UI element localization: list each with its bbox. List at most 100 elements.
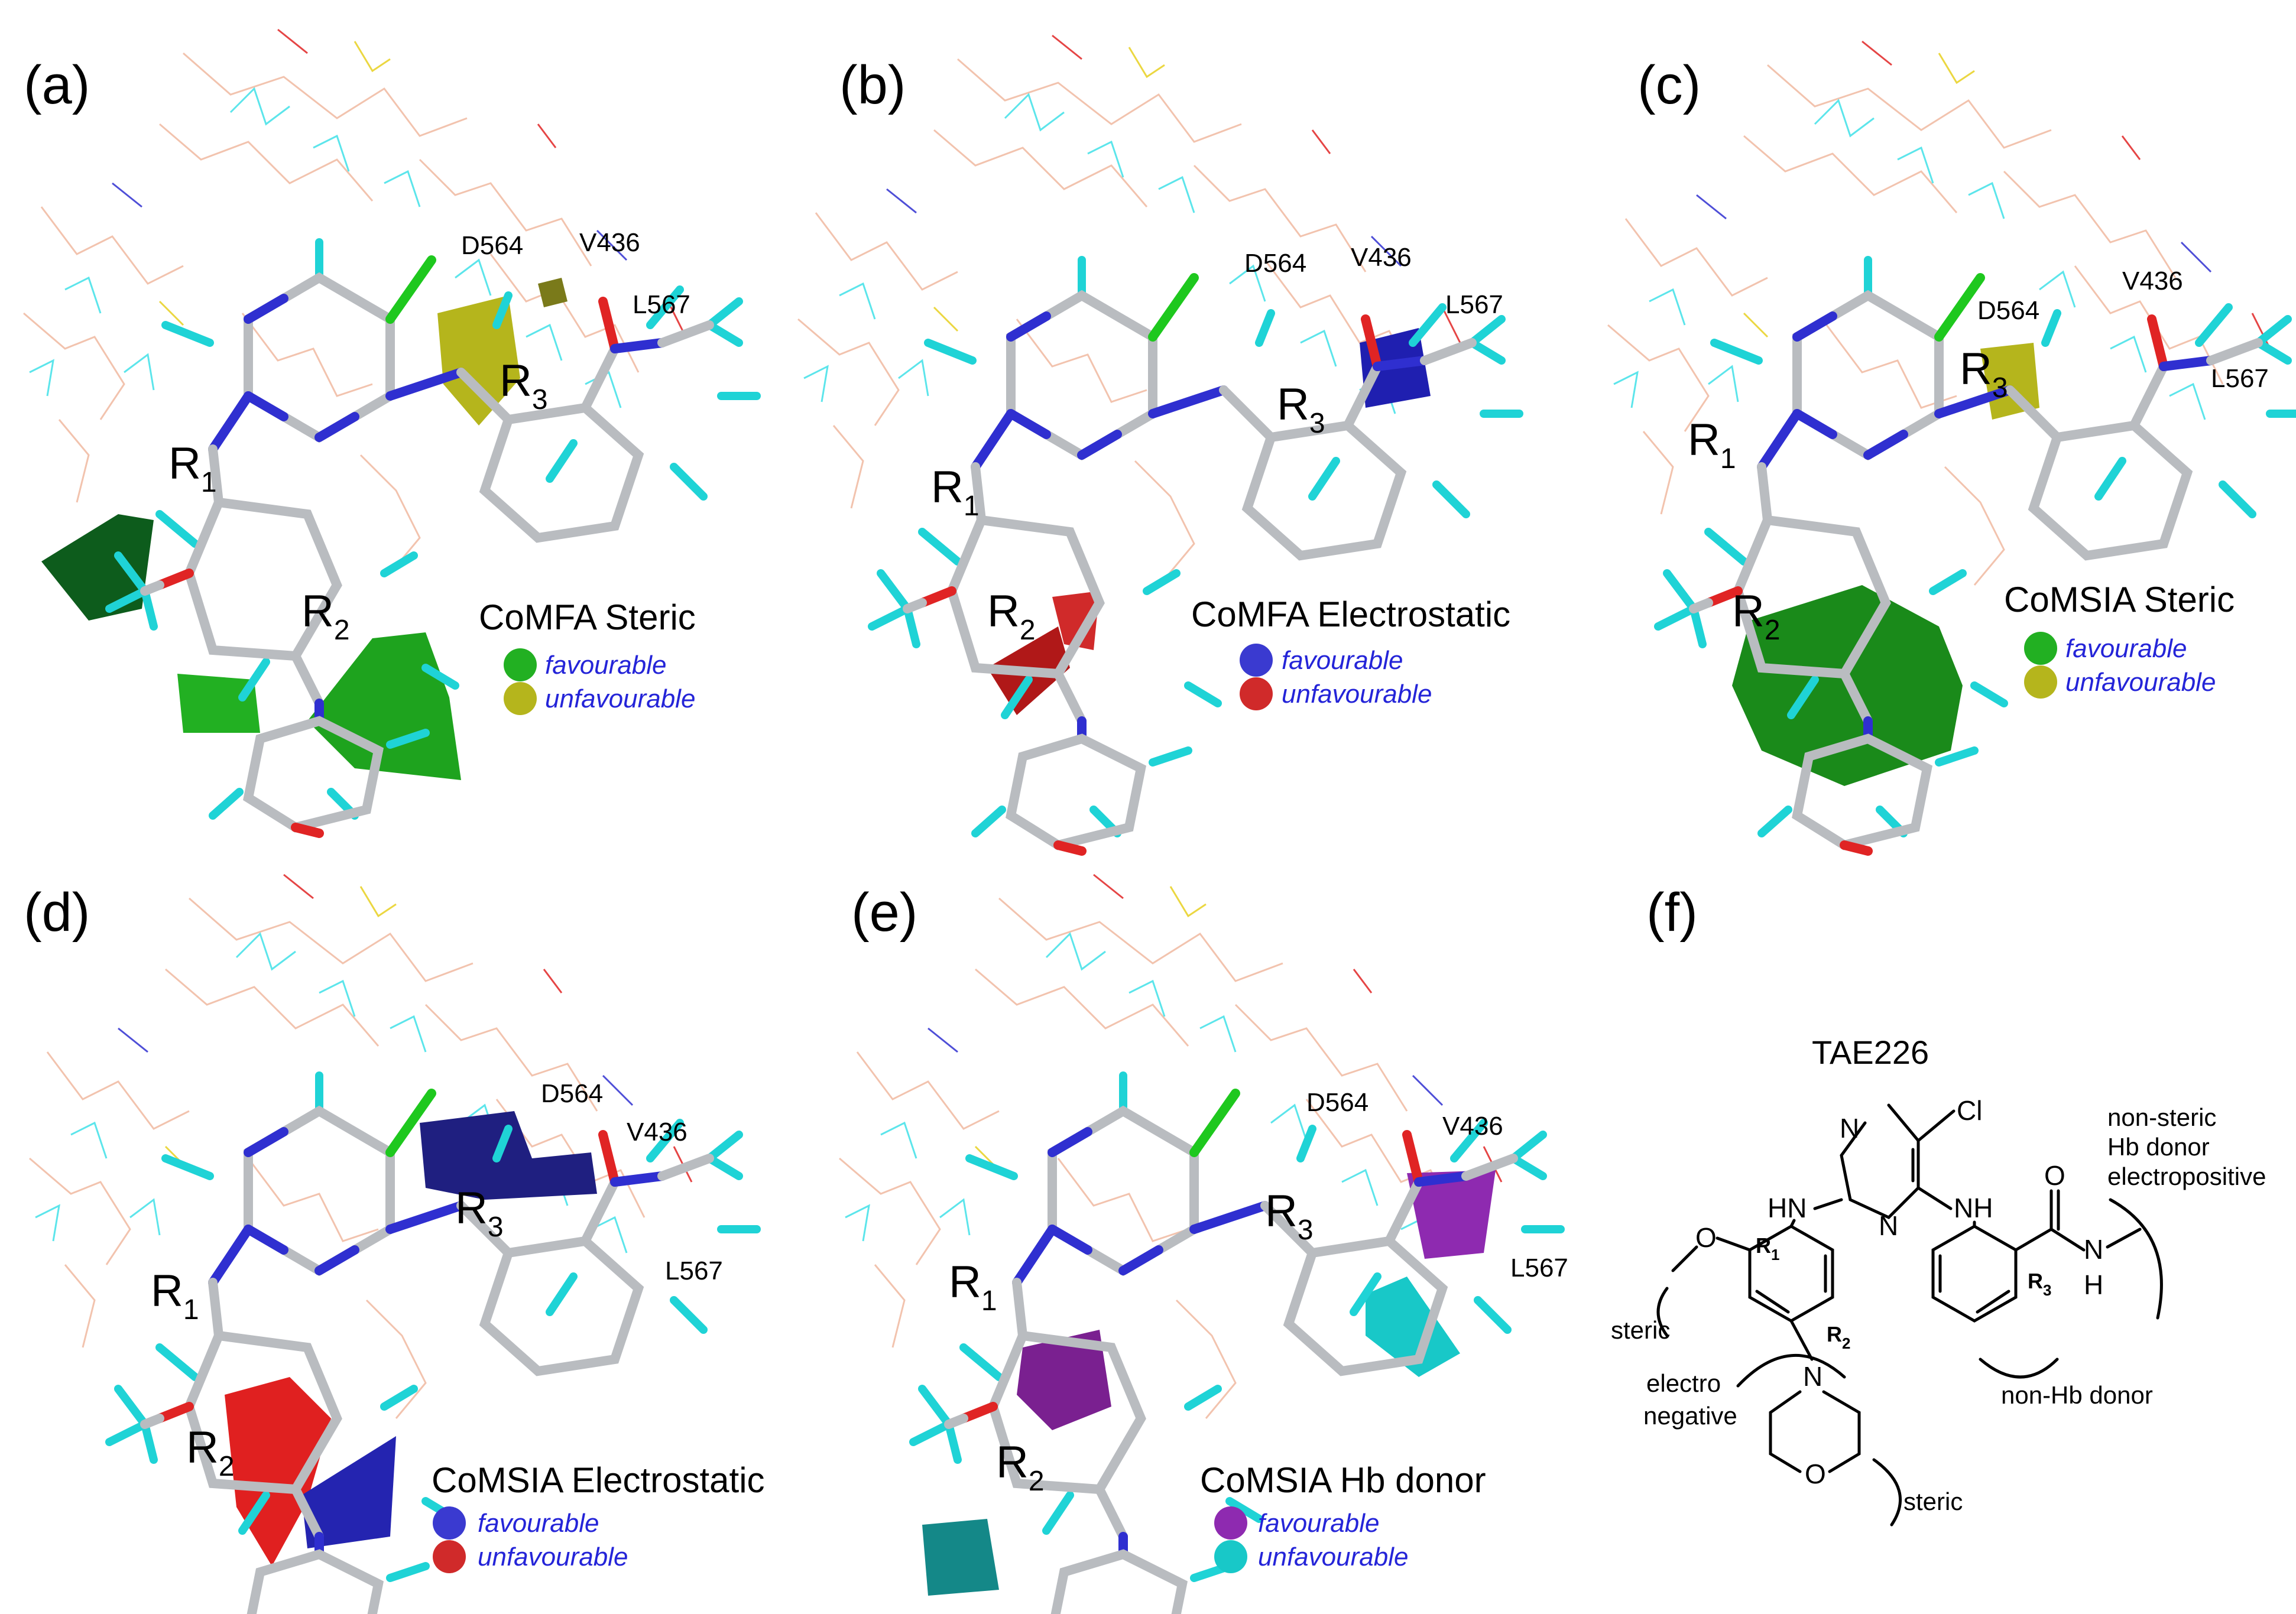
legend-item-unfavourable: unfavourable	[1258, 1542, 1408, 1571]
r3-label: R3	[1277, 379, 1325, 439]
compound-title: TAE226	[1812, 1034, 1929, 1071]
legend-item-favourable: favourable	[2065, 634, 2187, 663]
panel-label: (c)	[1637, 55, 1701, 115]
panel-f: (f) TAE226 N N Cl HN NH O R1 R2 N	[1611, 882, 2266, 1527]
electrostatic-unfavourable-contour	[1052, 591, 1100, 650]
atom-nh-right: NH	[1954, 1193, 1993, 1223]
r2-label: R2	[996, 1437, 1045, 1497]
legend: CoMFA Steric favourable unfavourable	[479, 597, 696, 715]
legend-swatch-favourable	[1240, 644, 1273, 677]
r3-label: R3	[455, 1183, 504, 1243]
residue-label: L567	[665, 1256, 723, 1285]
legend-title: CoMSIA Hb donor	[1200, 1460, 1486, 1500]
annotation-steric-left: steric	[1611, 1316, 1670, 1344]
hb-donor-favourable-contour	[1017, 1330, 1111, 1430]
r1-label: R1	[1688, 415, 1736, 475]
legend-item-unfavourable: unfavourable	[2065, 668, 2216, 697]
protein-wireframe	[797, 34, 1461, 580]
panel-e: (e) D564 V436 L567 R1 R2 R3 CoMSIA Hb do…	[838, 873, 1568, 1614]
legend-swatch-unfavourable	[1214, 1540, 1247, 1573]
protein-wireframe	[28, 873, 693, 1420]
panel-label: (a)	[24, 55, 90, 115]
r3-label: R3	[500, 356, 548, 415]
legend-title: CoMFA Electrostatic	[1191, 595, 1510, 634]
annotation-electro: electro	[1646, 1369, 1721, 1397]
residue-label: L567	[1445, 290, 1503, 319]
electrostatic-favourable-contour	[301, 1436, 396, 1548]
hb-donor-unfavourable-contour	[922, 1519, 999, 1596]
legend-title: CoMFA Steric	[479, 597, 696, 637]
legend-item-unfavourable: unfavourable	[478, 1542, 628, 1571]
atom-n-morpholine: N	[1803, 1361, 1822, 1392]
legend-item-favourable: favourable	[1282, 646, 1403, 675]
legend-item-unfavourable: unfavourable	[545, 684, 695, 713]
r1-label: R1	[949, 1257, 997, 1317]
atom-hn-left: HN	[1768, 1193, 1807, 1223]
r1-label: R1	[931, 462, 980, 522]
arc-non-hb-donor	[1979, 1358, 2059, 1379]
legend-swatch-favourable	[433, 1506, 466, 1540]
r3-label: R3	[1265, 1186, 1314, 1246]
panel-label: (d)	[24, 882, 90, 943]
residue-label: L567	[1510, 1253, 1568, 1282]
hb-donor-unfavourable-contour	[1366, 1277, 1460, 1377]
atom-cl: Cl	[1957, 1095, 1982, 1126]
panel-b: (b) D564 V436 L567 R1 R2 R3 CoMFA Electr…	[797, 34, 1519, 851]
arc-steric-bottom	[1872, 1458, 1902, 1527]
pyrimidine-ring	[1840, 1103, 1956, 1220]
residue-label: D564	[461, 231, 523, 260]
legend-swatch-unfavourable	[433, 1540, 466, 1573]
electrostatic-favourable-contour	[420, 1111, 597, 1200]
protein-wireframe	[1607, 40, 2271, 586]
annotation-non-steric: non-steric	[2107, 1103, 2216, 1131]
r2-label: R2	[301, 586, 350, 646]
steric-unfavourable-contour	[538, 278, 567, 307]
annotation-non-hb-donor: non-Hb donor	[2001, 1381, 2153, 1409]
legend-item-favourable: favourable	[1258, 1509, 1379, 1538]
legend: CoMFA Electrostatic favourable unfavoura…	[1191, 595, 1510, 710]
morpholine-ring	[1822, 1390, 1861, 1473]
steric-favourable-contour	[177, 674, 260, 733]
legend-swatch-favourable	[1214, 1506, 1247, 1540]
r3-marker: R3	[2028, 1269, 2051, 1299]
r1-label: R1	[151, 1266, 199, 1326]
residue-label: L567	[2211, 364, 2269, 393]
panel-label: (e)	[851, 882, 917, 943]
hb-donor-favourable-contour	[1407, 1170, 1496, 1259]
r2-label: R2	[987, 586, 1036, 646]
legend-title: CoMSIA Electrostatic	[432, 1460, 765, 1500]
annotation-electropositive: electropositive	[2107, 1162, 2266, 1190]
r2-marker: R2	[1827, 1322, 1850, 1352]
atom-n-amide: N	[2084, 1234, 2103, 1265]
annotation-steric-bottom: steric	[1903, 1488, 1963, 1515]
annotation-negative: negative	[1643, 1402, 1737, 1430]
legend: CoMSIA Electrostatic favourable unfavour…	[432, 1460, 765, 1573]
panel-label: (f)	[1646, 882, 1698, 943]
residue-label: V436	[2122, 267, 2183, 295]
residue-label: V436	[627, 1118, 687, 1147]
r2-label: R2	[1732, 586, 1781, 646]
legend-item-favourable: favourable	[545, 651, 666, 680]
atom-o-morpholine: O	[1805, 1459, 1826, 1489]
legend-title: CoMSIA Steric	[2004, 580, 2235, 619]
residue-label: V436	[1442, 1112, 1503, 1141]
steric-unfavourable-contour	[437, 295, 520, 426]
residue-label: D564	[1977, 296, 2039, 325]
atom-o-methoxy: O	[1695, 1222, 1717, 1253]
atom-n1: N	[1840, 1113, 1859, 1144]
atom-n2: N	[1879, 1210, 1898, 1241]
panel-d: (d) D564 V436 L567 R1 R2 R3 CoMSIA Elect…	[24, 873, 765, 1614]
r3-label: R3	[1960, 344, 2008, 404]
steric-favourable-contour	[41, 514, 154, 621]
atom-o-carbonyl: O	[2044, 1160, 2065, 1191]
panel-a: (a) D564 V436 L567 R1 R2 R3 CoMFA Steric…	[22, 28, 757, 833]
legend-swatch-unfavourable	[2024, 665, 2057, 699]
residue-label: L567	[633, 290, 690, 319]
legend-swatch-unfavourable	[504, 682, 537, 715]
legend-swatch-unfavourable	[1240, 677, 1273, 710]
legend: CoMSIA Hb donor favourable unfavourable	[1200, 1460, 1486, 1573]
arc-steric-left	[1656, 1287, 1669, 1337]
steric-favourable-contour	[307, 632, 461, 780]
legend-item-unfavourable: unfavourable	[1282, 680, 1432, 709]
